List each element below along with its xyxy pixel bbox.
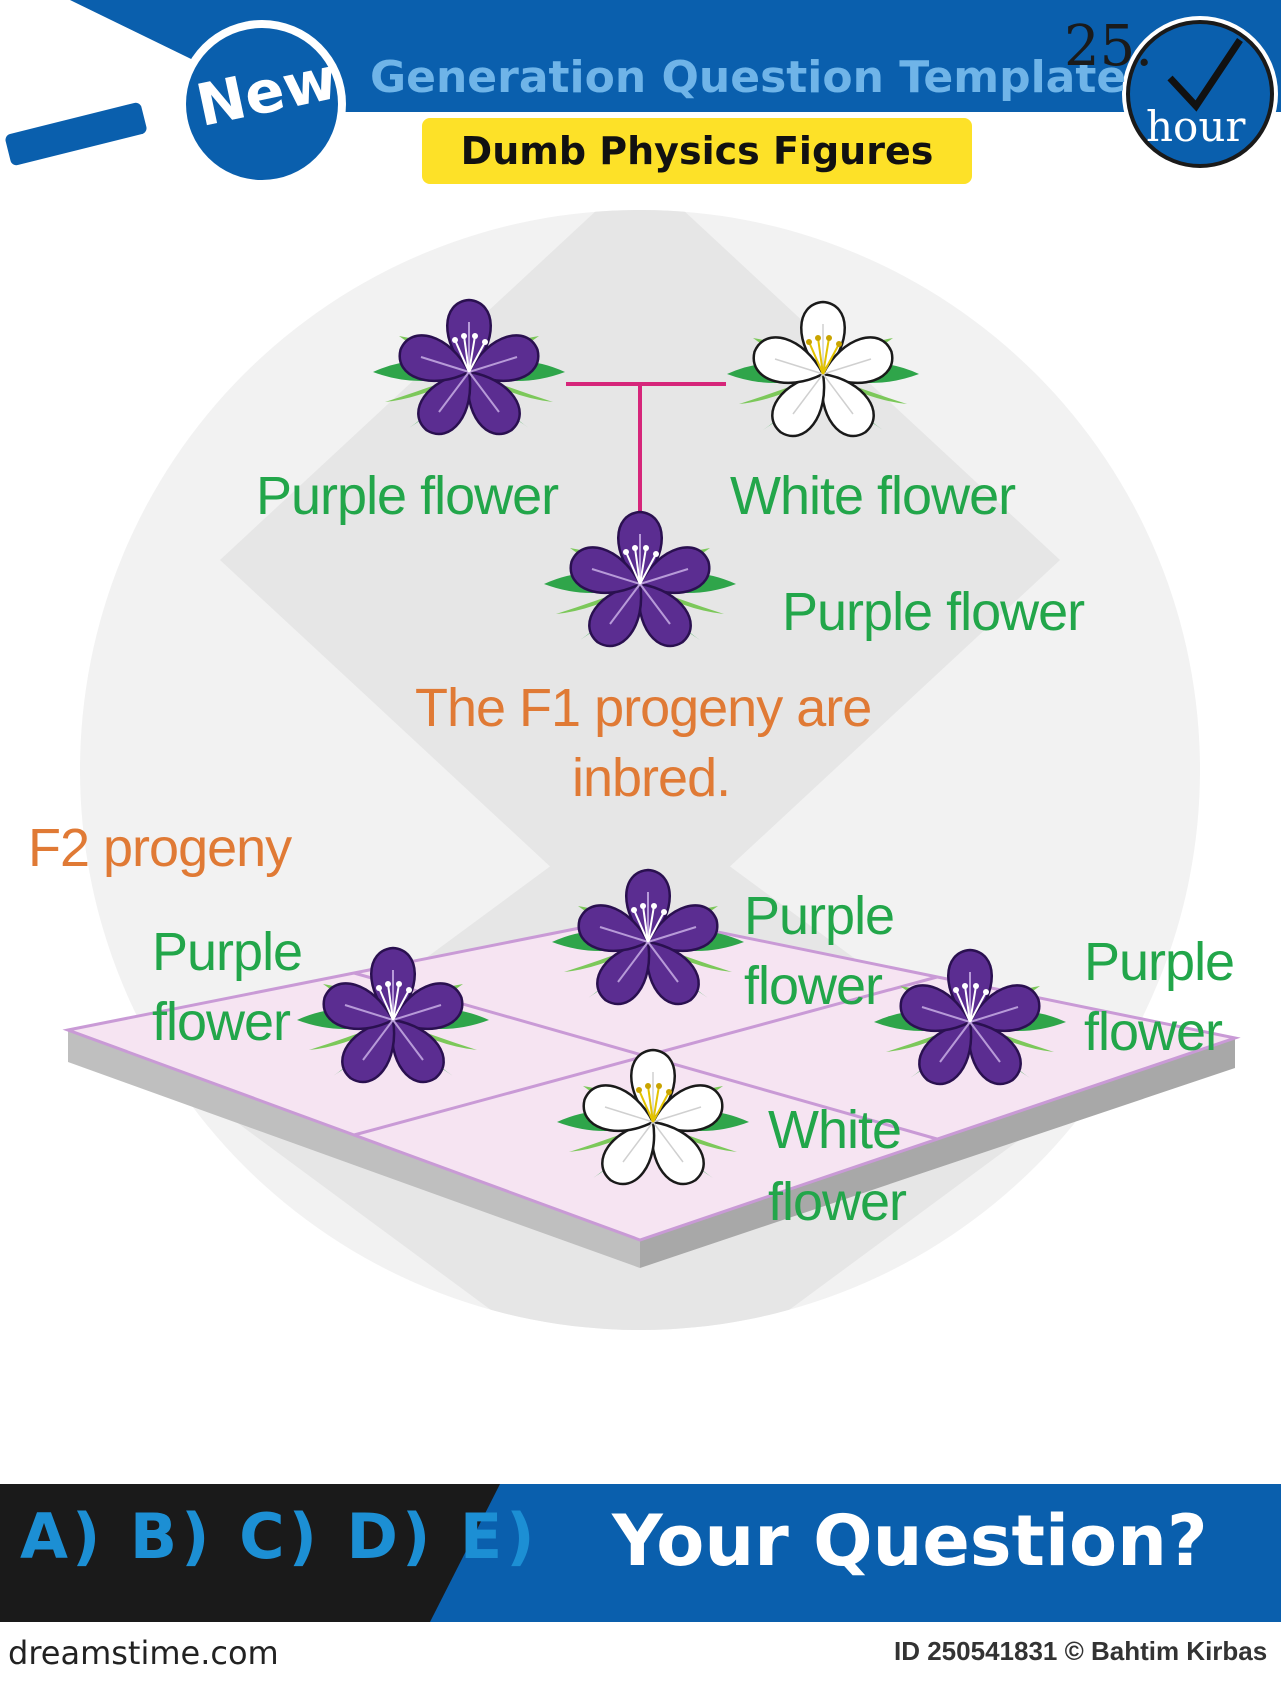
page-title: Generation Question Template [370, 52, 1127, 103]
f2-top-label-line1: Purple [744, 886, 895, 946]
header-band [70, 0, 1281, 112]
clock-icon [1122, 16, 1278, 172]
cross-connector [566, 382, 726, 520]
footer-brand: dreamstime.com [8, 1634, 279, 1672]
question-prompt: Your Question? [612, 1500, 1208, 1582]
f1-note-line1: The F1 progeny are [415, 678, 872, 738]
answer-options: A) B) C) D) E) [20, 1500, 539, 1573]
f1-note-line2: inbred. [572, 748, 731, 808]
footer [0, 1622, 1281, 1690]
f1-label: Purple flower [782, 582, 1085, 642]
f2-top-label-line2: flower [744, 956, 883, 1016]
magnifier-lens-icon [186, 28, 338, 180]
f2-left-label-line1: Purple [152, 922, 303, 982]
clock-unit: hour [1146, 102, 1246, 151]
f2-right-label-line1: Purple [1084, 932, 1235, 992]
clock-number: 25. [1064, 14, 1154, 79]
f2-bottom-label-line2: flower [768, 1172, 907, 1232]
parent-right-label: White flower [730, 466, 1016, 526]
f2-bottom-label-line1: White [768, 1100, 902, 1160]
magnifier-handle-icon [5, 102, 147, 166]
parent-left-label: Purple flower [256, 466, 559, 526]
footer-id: ID 250541831 © Bahtim Kirbas [894, 1636, 1268, 1666]
subtitle-badge: Dumb Physics Figures [422, 118, 972, 184]
f2-heading: F2 progeny [28, 818, 292, 878]
question-bar [0, 1484, 1281, 1622]
diagram-canvas [62, 210, 1241, 1330]
f2-left-label-line2: flower [152, 992, 291, 1052]
header-graphics [5, 0, 1281, 188]
f2-right-label-line2: flower [1084, 1002, 1223, 1062]
subtitle-text: Dumb Physics Figures [460, 129, 934, 173]
